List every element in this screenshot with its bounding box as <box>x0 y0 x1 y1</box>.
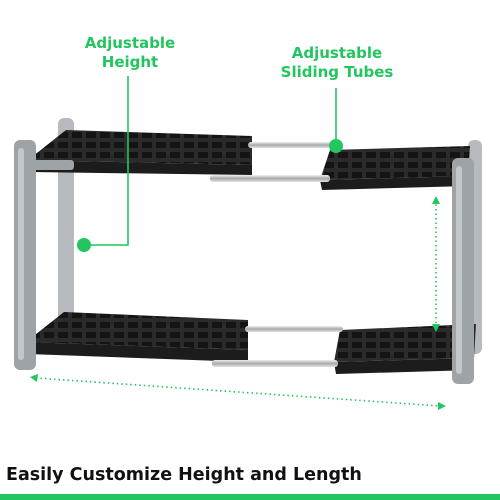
tubes-callout-leader <box>329 88 343 153</box>
front-frame <box>14 140 474 384</box>
height-callout-leader <box>77 76 129 252</box>
sliding-tube <box>248 142 334 148</box>
adjustable-height-label: Adjustable Height <box>84 34 176 71</box>
sliding-tube <box>210 175 330 182</box>
sliding-tube <box>245 326 343 332</box>
bottom-shelf <box>26 312 476 374</box>
adjustable-sliding-tubes-label: Adjustable Sliding Tubes <box>280 44 394 81</box>
sliding-tube <box>212 360 338 367</box>
green-accent-bar <box>0 494 500 500</box>
top-shelf <box>28 130 470 190</box>
length-dimension <box>30 374 446 410</box>
height-dimension <box>432 196 440 332</box>
headline: Easily Customize Height and Length <box>6 465 362 485</box>
